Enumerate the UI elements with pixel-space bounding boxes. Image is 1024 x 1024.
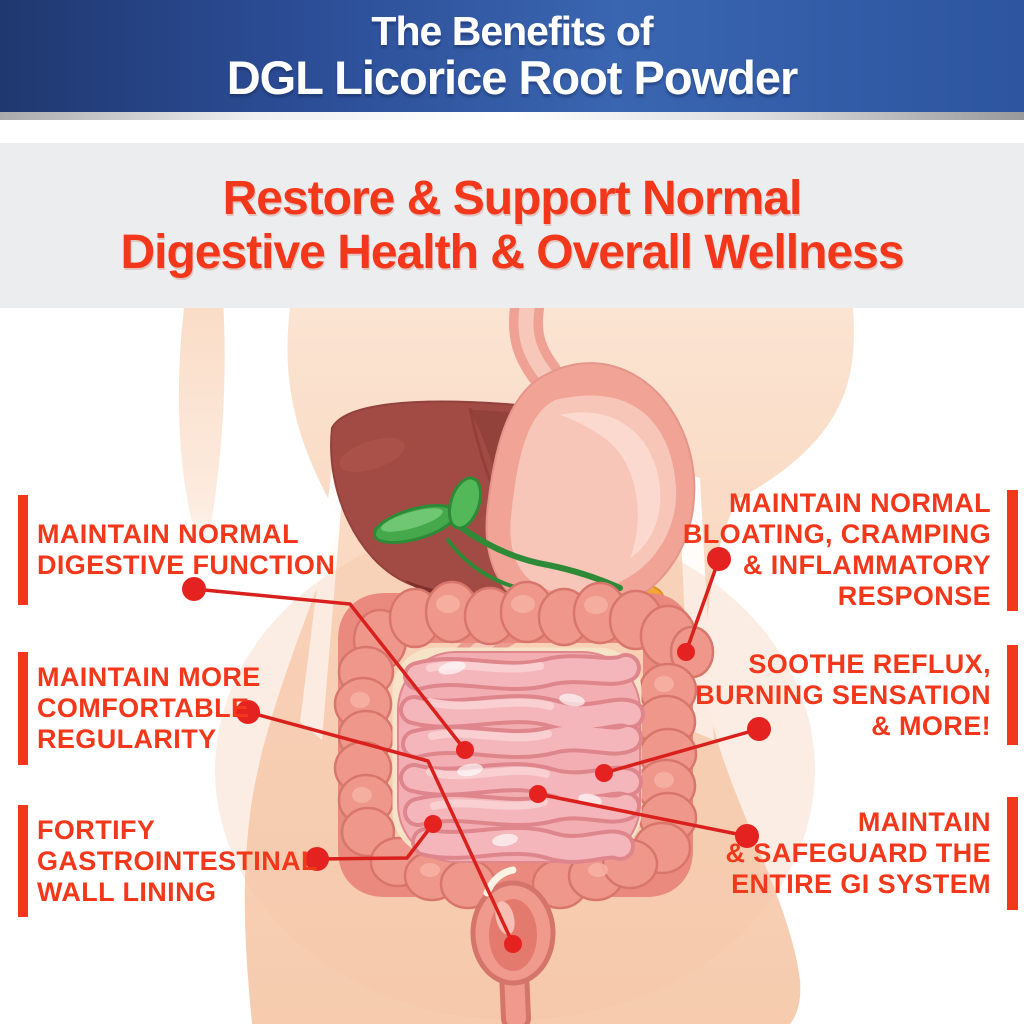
- callout-line: MAINTAIN: [857, 807, 991, 837]
- callout-digestive-function: MAINTAIN NORMAL DIGESTIVE FUNCTION: [18, 495, 335, 605]
- callout-line: BURNING SENSATION: [695, 679, 991, 710]
- callout-dot: [182, 577, 206, 601]
- callout-text: SOOTHE REFLUX, BURNING SENSATION & MORE!: [695, 649, 1007, 742]
- callout-line: GASTROINTESTINAL: [37, 845, 318, 876]
- callout-line: DIGESTIVE FUNCTION: [37, 550, 336, 580]
- callout-line: WALL LINING: [37, 876, 217, 907]
- callout-line: & SAFEGUARD THE: [725, 838, 991, 868]
- accent-bar: [1007, 797, 1018, 910]
- callout-dot: [707, 547, 731, 571]
- callout-line: COMFORTABLE: [37, 693, 250, 723]
- large-intestine-illustration: [333, 580, 715, 910]
- callout-dot: [236, 700, 260, 724]
- target-dot: [424, 815, 442, 833]
- callout-gi-system: MAINTAIN & SAFEGUARD THE ENTIRE GI SYSTE…: [725, 797, 1018, 910]
- waist-highlight: [300, 468, 344, 740]
- callout-line: SOOTHE REFLUX,: [748, 648, 991, 679]
- callout-text: MAINTAIN NORMAL DIGESTIVE FUNCTION: [28, 519, 335, 581]
- connector-gi-system: [529, 785, 759, 848]
- connector-digestive-function: [182, 577, 474, 759]
- accent-bar: [18, 652, 28, 765]
- callout-dot: [747, 717, 771, 741]
- callout-text: MAINTAIN & SAFEGUARD THE ENTIRE GI SYSTE…: [725, 807, 1007, 900]
- callout-line: MAINTAIN MORE: [37, 662, 261, 692]
- subheader-band: Restore & Support Normal Digestive Healt…: [0, 143, 1024, 308]
- page-title-line1: The Benefits of: [371, 8, 653, 54]
- callout-line: & MORE!: [871, 710, 991, 741]
- connector-regularity: [236, 700, 522, 953]
- connector-reflux: [595, 717, 771, 782]
- silver-divider: [0, 112, 1024, 120]
- accent-bar: [1007, 489, 1018, 611]
- esophagus-illustration: [508, 291, 562, 391]
- connector-bloating: [677, 547, 731, 661]
- small-intestine-illustration: [397, 651, 645, 864]
- callout-connectors: [182, 547, 771, 953]
- callout-line: & INFLAMMATORY: [742, 550, 991, 580]
- callout-bloating: MAINTAIN NORMAL BLOATING, CRAMPING & INF…: [683, 488, 1018, 612]
- callout-wall-lining: FORTIFY GASTROINTESTINAL WALL LINING: [18, 805, 318, 917]
- subheader-line1: Restore & Support Normal: [222, 171, 803, 225]
- callout-text: MAINTAIN NORMAL BLOATING, CRAMPING & INF…: [683, 488, 1007, 612]
- callout-dot: [735, 824, 759, 848]
- target-dot: [529, 785, 547, 803]
- callout-text: MAINTAIN MORE COMFORTABLE REGULARITY: [28, 662, 261, 755]
- accent-bar: [18, 495, 28, 605]
- target-dot: [456, 741, 474, 759]
- callout-line: BLOATING, CRAMPING: [682, 519, 991, 549]
- callout-reflux: SOOTHE REFLUX, BURNING SENSATION & MORE!: [695, 645, 1018, 745]
- callout-line: FORTIFY: [37, 814, 156, 845]
- page-title-line2: DGL Licorice Root Powder: [226, 51, 799, 104]
- callout-regularity: MAINTAIN MORE COMFORTABLE REGULARITY: [18, 652, 261, 765]
- gallbladder-illustration: [372, 476, 623, 592]
- callout-line: MAINTAIN NORMAL: [37, 519, 299, 549]
- left-arm-illustration: [178, 300, 225, 560]
- callout-dot: [305, 847, 329, 871]
- subheader-line2: Digestive Health & Overall Wellness: [120, 225, 904, 279]
- accent-bar: [18, 805, 28, 917]
- callout-line: RESPONSE: [837, 581, 991, 611]
- target-dot: [504, 935, 522, 953]
- connector-wall-lining: [305, 815, 442, 871]
- target-dot: [677, 643, 695, 661]
- callout-line: ENTIRE GI SYSTEM: [731, 869, 991, 899]
- callout-text: FORTIFY GASTROINTESTINAL WALL LINING: [28, 815, 318, 908]
- callout-line: REGULARITY: [37, 724, 217, 754]
- rectum-illustration: [470, 866, 556, 1024]
- title-banner: The Benefits of DGL Licorice Root Powder: [0, 0, 1024, 112]
- accent-bar: [1007, 645, 1018, 745]
- target-dot: [595, 764, 613, 782]
- callout-line: MAINTAIN NORMAL: [729, 488, 991, 518]
- stomach-illustration: [485, 362, 696, 618]
